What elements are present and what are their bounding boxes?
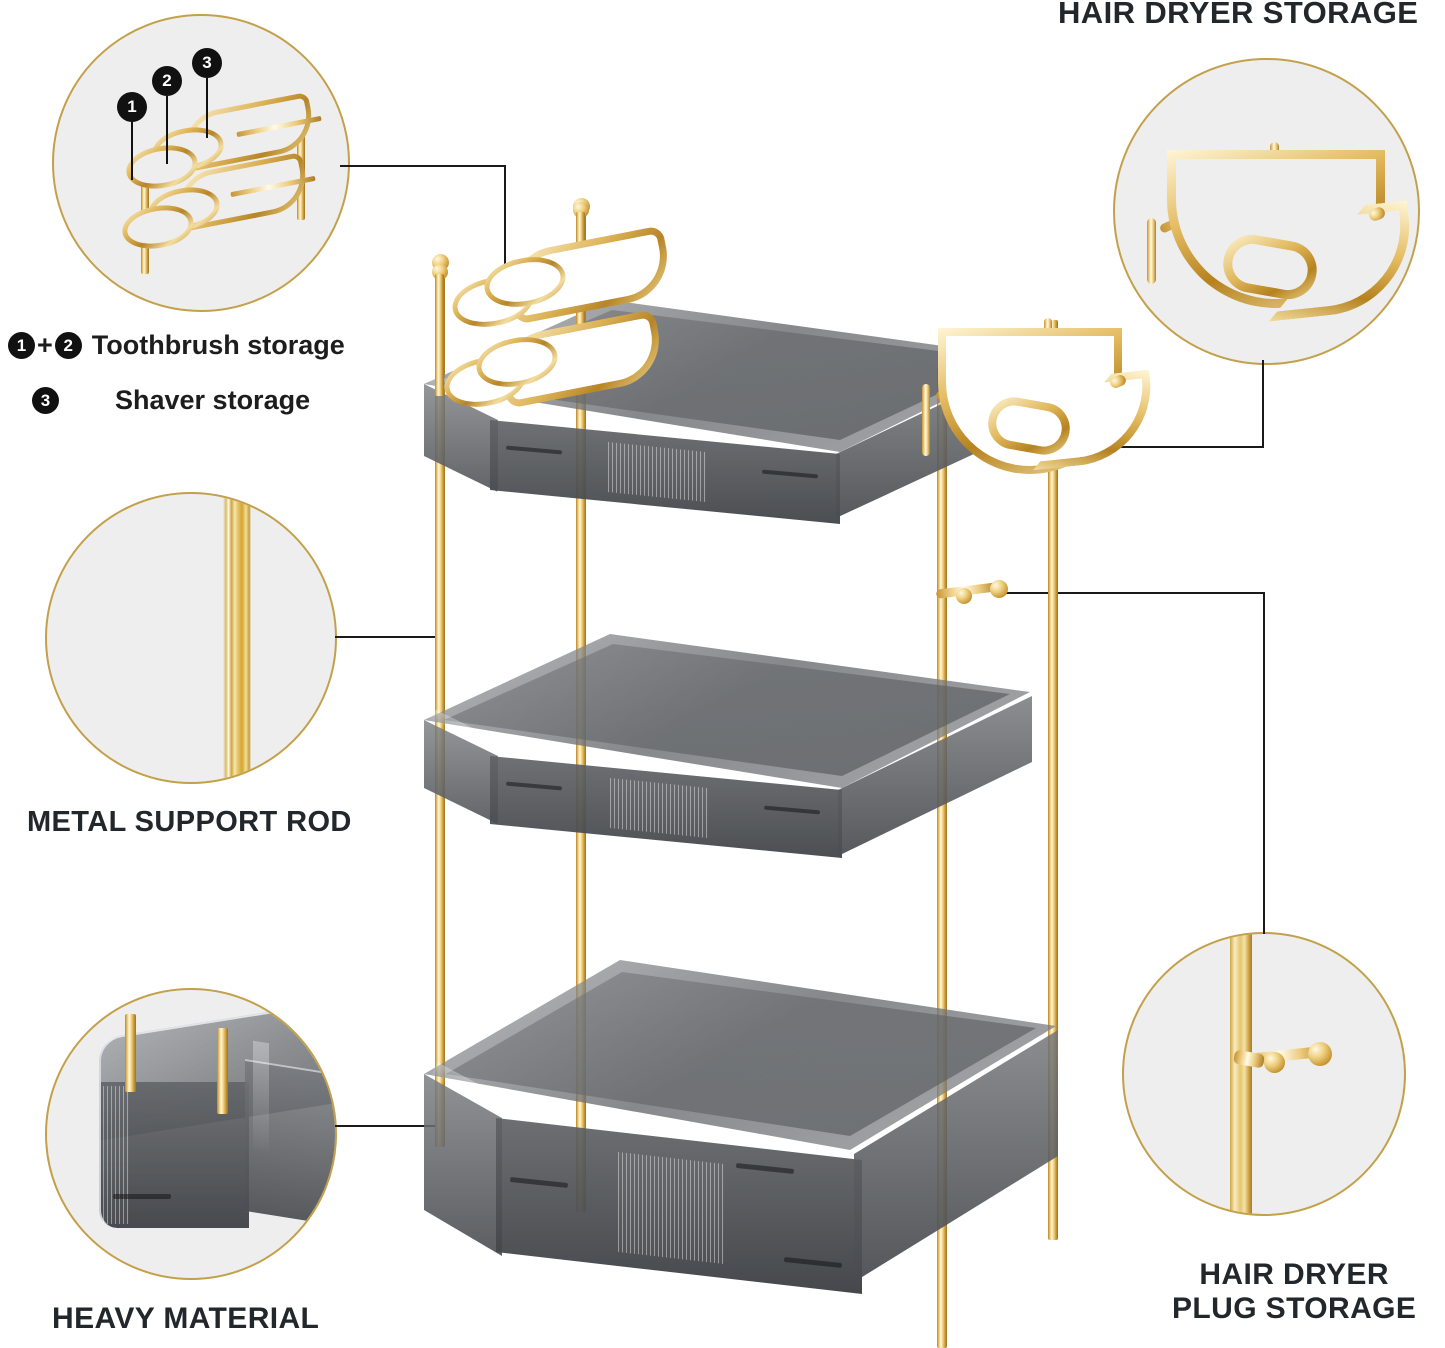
support-rod-front-right — [937, 368, 947, 1348]
connector-hairdryer-vertical — [1262, 360, 1264, 448]
holder-post-front — [435, 274, 444, 396]
connector-hairdryer-horizontal — [1110, 446, 1264, 448]
heavy-material-gloss — [253, 1040, 269, 1152]
dryer-bracket-left-leg — [1147, 218, 1156, 284]
heavy-material-rod-left — [125, 1014, 136, 1092]
legend-plus: + — [37, 330, 53, 360]
middle-tier-ribs — [610, 778, 708, 838]
bottom-tier-ribs — [618, 1152, 724, 1264]
label-heavy-material: HEAVY MATERIAL — [52, 1302, 320, 1335]
hair-dryer-holder-assembly — [910, 318, 1130, 508]
plug-hook-assembly — [928, 572, 1038, 612]
marker-3-stem — [206, 78, 208, 138]
marker-2-badge: 2 — [152, 66, 182, 96]
bottom-tier-tray — [410, 960, 1060, 1310]
heavy-material-rod-right — [217, 1028, 228, 1114]
label-metal-support-rod: METAL SUPPORT ROD — [27, 806, 352, 838]
plug-storage-rod — [1230, 934, 1252, 1214]
legend-label-shaver: Shaver storage — [115, 385, 311, 415]
legend-row-toothbrush: 1 + 2 Toothbrush storage — [8, 330, 345, 361]
legend-badge-1: 1 — [8, 332, 35, 359]
connector-plug-vertical — [1263, 592, 1265, 934]
dryer-holder-left-leg — [922, 384, 930, 456]
product-plug-hook-ball-inner — [956, 588, 972, 604]
marker-3-badge: 3 — [192, 48, 222, 78]
marker-1-badge: 1 — [117, 92, 147, 122]
label-hair-dryer-storage: HAIR DRYER STORAGE — [1058, 0, 1419, 30]
legend-badge-2: 2 — [54, 332, 82, 359]
connector-plug-horizontal — [1003, 592, 1265, 594]
label-hair-dryer-plug-storage: HAIR DRYER PLUG STORAGE — [1172, 1258, 1417, 1325]
legend-label-toothbrush: Toothbrush storage — [91, 330, 345, 360]
plug-hook-ball-inner — [1264, 1052, 1285, 1073]
marker-2-stem — [166, 96, 168, 164]
callout-circle-plug-storage — [1122, 932, 1406, 1216]
connector-toothbrush-horizontal — [340, 165, 506, 167]
callout-circle-hair-dryer — [1113, 58, 1420, 365]
metal-rod-sample — [223, 494, 251, 782]
support-rod-rear-right — [1048, 320, 1058, 1240]
marker-1-stem — [131, 122, 133, 180]
heavy-material-ribs — [103, 1086, 129, 1224]
product-illustration — [410, 190, 1110, 1348]
heavy-material-notch — [113, 1194, 171, 1199]
legend-row-shaver: 3 Shaver storage — [32, 385, 310, 416]
support-rod-rear-left — [435, 267, 445, 1147]
callout-circle-metal-rod — [45, 492, 337, 784]
connector-heavymaterial-horizontal — [335, 1125, 439, 1127]
plug-hook-ball-outer — [1308, 1042, 1332, 1066]
connector-toothbrush-vertical — [504, 165, 506, 270]
legend-badge-3: 3 — [32, 387, 59, 414]
connector-metalrod-horizontal — [335, 636, 441, 638]
callout-circle-toothbrush: 1 2 3 — [52, 14, 350, 312]
product-plug-hook-ball-outer — [990, 580, 1008, 598]
top-tier-ribs — [608, 442, 706, 502]
middle-tier-tray — [410, 630, 1032, 860]
toothbrush-holder-assembly — [416, 202, 686, 414]
callout-circle-heavy-material — [45, 988, 337, 1280]
